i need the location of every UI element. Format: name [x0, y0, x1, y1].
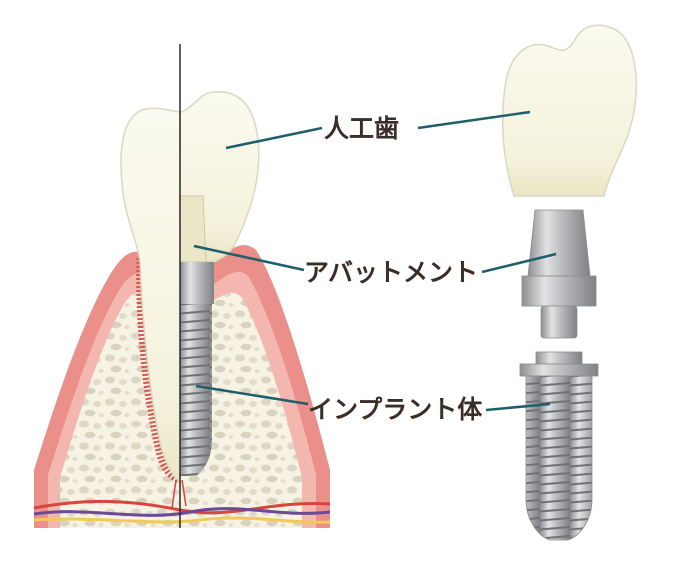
leader-line-implant-right [485, 402, 551, 412]
abutment-collar-installed [180, 262, 214, 282]
abutment-part [521, 209, 597, 339]
label-abutment: アバットメント [304, 258, 478, 287]
abutment-neck-installed [180, 282, 214, 304]
cross-section-illustration [33, 91, 330, 528]
implant-installed [180, 304, 212, 476]
nerve-branch [171, 479, 187, 509]
leader-line-abutment [193, 244, 305, 272]
nerve-purple [33, 507, 330, 517]
implant-part [519, 351, 599, 541]
abutment-installed [179, 195, 207, 263]
natural-tooth [120, 107, 181, 484]
label-implant: インプラント体 [308, 395, 483, 424]
leader-line-crown-right [417, 110, 531, 130]
periodontal-ligament [136, 257, 182, 484]
label-crown: 人工歯 [324, 114, 399, 143]
leader-line-abutment-right [481, 252, 557, 274]
leader-line-implant [195, 384, 309, 406]
artificial-crown-part [501, 24, 638, 197]
leader-line-crown [225, 126, 323, 150]
nerve-yellow [33, 516, 330, 524]
